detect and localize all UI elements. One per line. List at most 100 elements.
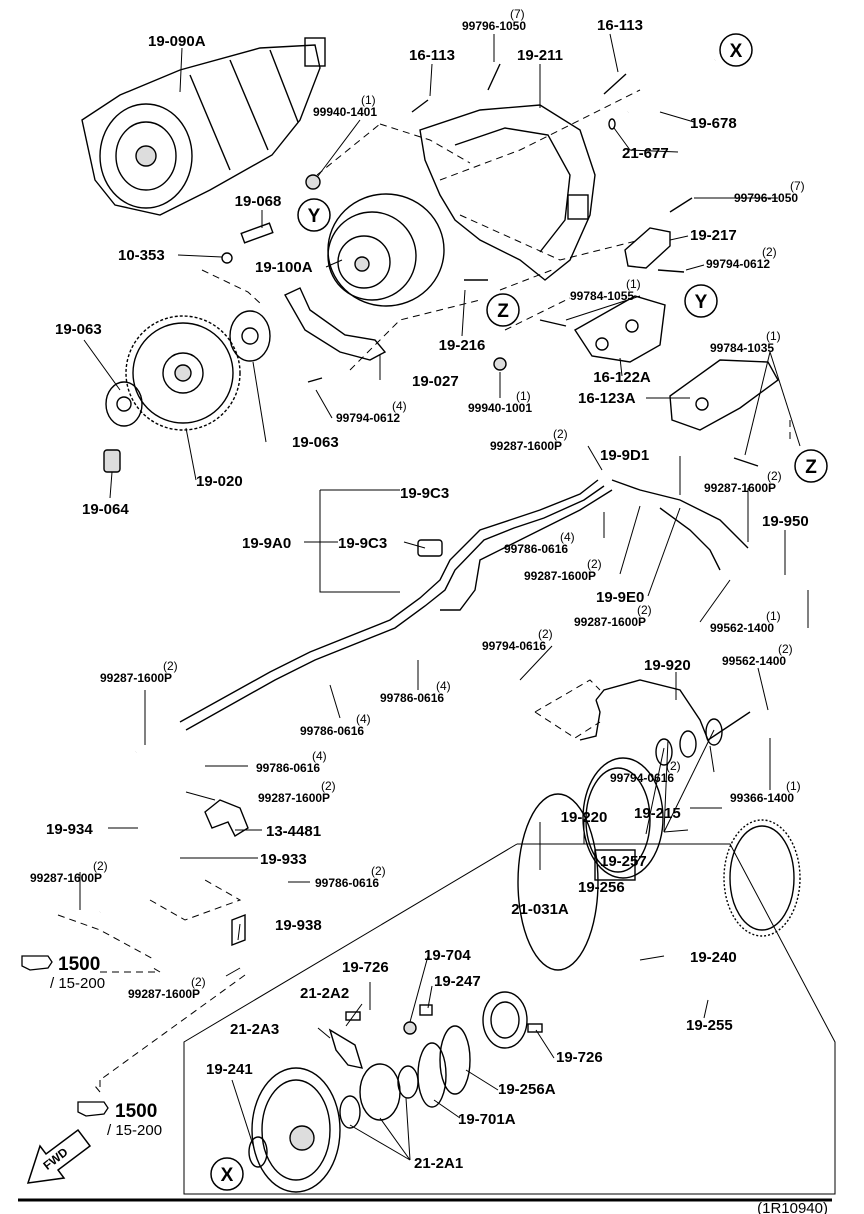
callout-99940-1001[interactable]: 99940-1001 bbox=[468, 401, 532, 415]
callout-99796-1050[interactable]: 99796-1050 bbox=[462, 19, 526, 33]
callout-19-726[interactable]: 19-726 bbox=[342, 959, 389, 976]
callout-19-256[interactable]: 19-256 bbox=[578, 879, 625, 896]
callout-99786-0616[interactable]: 99786-0616 bbox=[300, 724, 364, 738]
callout-19-063[interactable]: 19-063 bbox=[55, 321, 102, 338]
callout-13-4481[interactable]: 13-4481 bbox=[266, 823, 321, 840]
callout-99562-1400[interactable]: 99562-1400 bbox=[710, 621, 774, 635]
callout-99366-1400[interactable]: 99366-1400 bbox=[730, 791, 794, 805]
torque-converter[interactable] bbox=[327, 193, 445, 307]
flex-plate[interactable] bbox=[125, 315, 241, 431]
callout-19-9c3[interactable]: 19-9C3 bbox=[400, 485, 449, 502]
callout-19-240[interactable]: 19-240 bbox=[690, 949, 737, 966]
callout-19-216[interactable]: 19-216 bbox=[439, 337, 486, 354]
callout-19-9c3[interactable]: 19-9C3 bbox=[338, 535, 387, 552]
callout-99562-1400[interactable]: 99562-1400 bbox=[722, 654, 786, 668]
callout-21-2a3[interactable]: 21-2A3 bbox=[230, 1021, 279, 1038]
callout-19-9a0[interactable]: 19-9A0 bbox=[242, 535, 291, 552]
callout-99786-0616[interactable]: 99786-0616 bbox=[504, 542, 568, 556]
flex-plate-bolt[interactable] bbox=[103, 449, 121, 473]
callout-19-220[interactable]: 19-220 bbox=[561, 809, 608, 826]
callout-99794-0612[interactable]: 99794-0612 bbox=[336, 411, 400, 425]
callout-99786-0616[interactable]: 99786-0616 bbox=[256, 761, 320, 775]
shaft[interactable] bbox=[627, 58, 716, 114]
callout-99287-1600p[interactable]: 99287-1600P bbox=[258, 791, 330, 805]
callout-99287-1600p[interactable]: 99287-1600P bbox=[704, 481, 776, 495]
callout-19-255[interactable]: 19-255 bbox=[686, 1017, 733, 1034]
callout-99287-1600p[interactable]: 99287-1600P bbox=[490, 439, 562, 453]
pump-components[interactable] bbox=[345, 991, 543, 1049]
callout-21-2a2[interactable]: 21-2A2 bbox=[300, 985, 349, 1002]
reference-1500-bottom[interactable]: 1500 / 15-200 bbox=[77, 1080, 162, 1139]
backing-plate-front[interactable] bbox=[105, 381, 143, 427]
callout-19-9d1[interactable]: 19-9D1 bbox=[600, 447, 649, 464]
callout-99796-1050[interactable]: 99796-1050 bbox=[734, 191, 798, 205]
hose-clamps[interactable] bbox=[204, 539, 443, 947]
callout-19-211[interactable]: 19-211 bbox=[517, 47, 563, 64]
callout-99794-0616[interactable]: 99794-0616 bbox=[610, 771, 674, 785]
callout-19-068[interactable]: 19-068 bbox=[235, 193, 282, 210]
callout-19-704[interactable]: 19-704 bbox=[424, 947, 471, 964]
callout-99784-1055[interactable]: 99784-1055 bbox=[570, 289, 634, 303]
callout-10-353[interactable]: 10-353 bbox=[118, 247, 165, 264]
cooler-pipes[interactable] bbox=[179, 479, 751, 741]
callout-99287-1600p[interactable]: 99287-1600P bbox=[100, 671, 172, 685]
callout-19-020[interactable]: 19-020 bbox=[196, 473, 243, 490]
cover-plate[interactable] bbox=[624, 227, 671, 269]
callout-19-701a[interactable]: 19-701A bbox=[458, 1111, 516, 1128]
callout-99287-1600p[interactable]: 99287-1600P bbox=[574, 615, 646, 629]
callout-19-241[interactable]: 19-241 bbox=[206, 1061, 253, 1078]
callout-16-123a[interactable]: 16-123A bbox=[578, 390, 636, 407]
bolts[interactable] bbox=[305, 63, 759, 467]
pump-o-ring[interactable] bbox=[517, 793, 599, 971]
callout-19-938[interactable]: 19-938 bbox=[275, 917, 322, 934]
converter-housing[interactable] bbox=[419, 104, 596, 281]
callout-19-100a[interactable]: 19-100A bbox=[255, 259, 313, 276]
callout-99940-1401[interactable]: 99940-1401 bbox=[313, 105, 377, 119]
callout-19-217[interactable]: 19-217 bbox=[690, 227, 737, 244]
callout-19-9e0[interactable]: 19-9E0 bbox=[596, 589, 644, 606]
mount-bracket-a[interactable] bbox=[574, 295, 666, 363]
gasket[interactable] bbox=[723, 819, 801, 937]
callout-19-027[interactable]: 19-027 bbox=[412, 373, 459, 390]
callout-19-064[interactable]: 19-064 bbox=[82, 501, 129, 518]
callout-19-256a[interactable]: 19-256A bbox=[498, 1081, 556, 1098]
pump-gears[interactable] bbox=[328, 1028, 419, 1129]
callout-19-933[interactable]: 19-933 bbox=[260, 851, 307, 868]
callout-19-063[interactable]: 19-063 bbox=[292, 434, 339, 451]
callout-19-950[interactable]: 19-950 bbox=[762, 513, 809, 530]
callout-19-090a[interactable]: 19-090A bbox=[148, 33, 206, 50]
washer[interactable] bbox=[221, 252, 233, 264]
converter-bolt[interactable] bbox=[240, 222, 274, 244]
dust-cover-bracket[interactable] bbox=[284, 287, 387, 361]
callout-99786-0616[interactable]: 99786-0616 bbox=[380, 691, 444, 705]
callout-19-934[interactable]: 19-934 bbox=[46, 821, 93, 838]
callout-19-920[interactable]: 19-920 bbox=[644, 657, 691, 674]
callout-19-257[interactable]: 19-257 bbox=[600, 853, 647, 870]
oring-21-677[interactable] bbox=[608, 118, 616, 130]
seal-19-701a[interactable] bbox=[417, 1042, 447, 1108]
cooler-hoses[interactable] bbox=[98, 751, 242, 973]
callout-99287-1600p[interactable]: 99287-1600P bbox=[524, 569, 596, 583]
callout-16-122a[interactable]: 16-122A bbox=[593, 369, 651, 386]
callout-16-113[interactable]: 16-113 bbox=[597, 17, 643, 34]
callout-99287-1600p[interactable]: 99287-1600P bbox=[128, 987, 200, 1001]
callout-99287-1600p[interactable]: 99287-1600P bbox=[30, 871, 102, 885]
callout-99794-0612[interactable]: 99794-0612 bbox=[706, 257, 770, 271]
backing-plate-rear[interactable] bbox=[229, 310, 271, 362]
callout-99786-0616[interactable]: 99786-0616 bbox=[315, 876, 379, 890]
seal-rings[interactable] bbox=[655, 718, 723, 766]
callout-21-677[interactable]: 21-677 bbox=[622, 145, 669, 162]
callout-21-031a[interactable]: 21-031A bbox=[511, 901, 569, 918]
pump-cover[interactable] bbox=[248, 1067, 341, 1193]
callout-21-2a1[interactable]: 21-2A1 bbox=[414, 1155, 463, 1172]
oring-19-256a[interactable] bbox=[439, 1025, 471, 1095]
reference-1500-top[interactable]: 1500 / 15-200 bbox=[21, 954, 162, 992]
transmission-assembly[interactable] bbox=[81, 37, 326, 216]
mount-bracket-b[interactable] bbox=[669, 359, 779, 431]
callout-19-726[interactable]: 19-726 bbox=[556, 1049, 603, 1066]
callout-16-113[interactable]: 16-113 bbox=[409, 47, 455, 64]
callout-99784-1035[interactable]: 99784-1035 bbox=[710, 341, 774, 355]
callout-99794-0616[interactable]: 99794-0616 bbox=[482, 639, 546, 653]
callout-19-215[interactable]: 19-215 bbox=[634, 805, 681, 822]
callout-19-247[interactable]: 19-247 bbox=[434, 973, 481, 990]
